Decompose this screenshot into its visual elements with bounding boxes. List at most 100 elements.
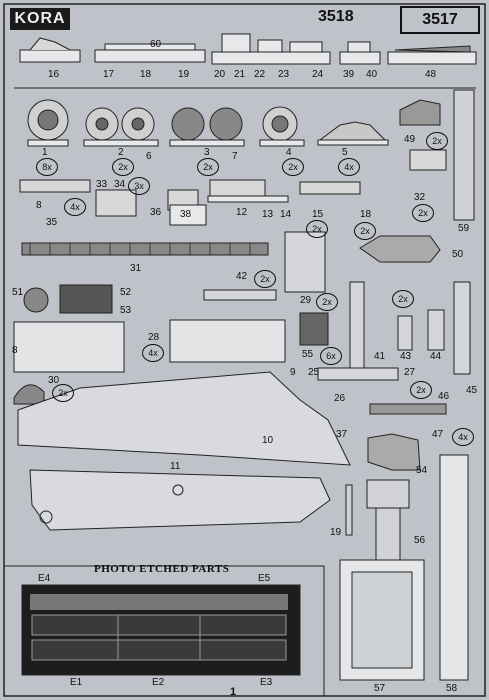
- part-label-19b: 19: [330, 527, 342, 538]
- part-label-44: 44: [430, 351, 442, 362]
- pe-label-e3: E3: [260, 677, 273, 688]
- part-label-12: 12: [236, 207, 248, 218]
- track-guard-59: [453, 89, 475, 221]
- part-label-55: 55: [302, 349, 314, 360]
- part-label-8: 8: [12, 345, 18, 356]
- part-label-32: 32: [414, 192, 426, 203]
- part-label-54: 54: [416, 465, 428, 476]
- part-label-18: 18: [140, 69, 152, 80]
- part-label-49: 49: [404, 134, 416, 145]
- part-label-41: 41: [374, 351, 386, 362]
- part-label-5: 5: [342, 147, 348, 158]
- part-label-9: 9: [290, 367, 296, 378]
- part-label-22: 22: [254, 69, 266, 80]
- part-label-58: 58: [446, 683, 458, 694]
- part-label-4: 4: [286, 147, 292, 158]
- qty-2x-k: 2x: [410, 381, 432, 399]
- resin-block-17-19: [94, 43, 206, 63]
- road-wheels: [27, 99, 447, 171]
- part-label-39: 39: [343, 69, 355, 80]
- part-label-33: 33: [96, 179, 108, 190]
- part-label-27: 27: [404, 367, 416, 378]
- qty-2x-l: 2x: [52, 384, 74, 402]
- part-label-19: 19: [178, 69, 190, 80]
- part-label-57: 57: [374, 683, 386, 694]
- part-label-2: 2: [118, 147, 124, 158]
- brand-logo: KORA: [10, 8, 70, 30]
- part-label-35: 35: [46, 217, 58, 228]
- qty-2x-e: 2x: [306, 220, 328, 238]
- part-label-18b: 18: [360, 209, 372, 220]
- part-label-8a: 8: [36, 200, 42, 211]
- pe-label-e1: E1: [70, 677, 83, 688]
- part-label-52: 52: [120, 287, 132, 298]
- part-label-46: 46: [438, 391, 450, 402]
- qty-2x-a: 2x: [112, 158, 134, 176]
- part-label-24: 24: [312, 69, 324, 80]
- part-label-23: 23: [278, 69, 290, 80]
- qty-8x: 8x: [36, 158, 58, 176]
- part-label-48: 48: [425, 69, 437, 80]
- kit-code-b: 3517: [400, 6, 480, 34]
- part-label-42: 42: [236, 271, 248, 282]
- part-label-38: 38: [180, 209, 192, 220]
- qty-2x-b: 2x: [197, 158, 219, 176]
- pe-label-e2: E2: [152, 677, 165, 688]
- qty-4x-d: 4x: [452, 428, 474, 446]
- qty-3x: 3x: [128, 177, 150, 195]
- part-label-43: 43: [400, 351, 412, 362]
- part-label-28: 28: [148, 332, 160, 343]
- part-label-47: 47: [432, 429, 444, 440]
- part-label-30: 30: [48, 375, 60, 386]
- part-label-59: 59: [458, 223, 470, 234]
- part-label-10: 10: [262, 435, 274, 446]
- resin-block-39-40: [339, 41, 381, 65]
- part-label-14: 14: [280, 209, 292, 220]
- resin-block-48: [387, 45, 477, 65]
- qty-6x: 6x: [320, 347, 342, 365]
- part-label-1: 1: [42, 147, 48, 158]
- track-strip: [21, 242, 269, 256]
- small-parts-row: [19, 179, 361, 226]
- part-label-11: 11: [170, 461, 181, 472]
- part-label-21: 21: [234, 69, 246, 80]
- part-label-25: 25: [308, 367, 320, 378]
- qty-2x-i: 2x: [316, 293, 338, 311]
- part-label-60: 60: [150, 39, 162, 50]
- page-number: 1: [230, 686, 237, 698]
- part-label-34: 34: [114, 179, 126, 190]
- part-label-20: 20: [214, 69, 226, 80]
- part-label-56: 56: [414, 535, 426, 546]
- qty-2x-h: 2x: [254, 270, 276, 288]
- mid-parts: [13, 231, 471, 415]
- qty-4x-a: 4x: [338, 158, 360, 176]
- part-label-3: 3: [204, 147, 210, 158]
- part-label-6: 6: [146, 151, 152, 162]
- pe-label-e4: E4: [38, 573, 51, 584]
- qty-2x-g: 2x: [412, 204, 434, 222]
- part-label-50: 50: [452, 249, 464, 260]
- qty-2x-f: 2x: [354, 222, 376, 240]
- photo-etched-title: PHOTO ETCHED PARTS: [94, 563, 230, 575]
- part-label-13: 13: [262, 209, 274, 220]
- part-label-15: 15: [312, 209, 324, 220]
- kit-code-a: 3518: [318, 8, 354, 25]
- part-label-17: 17: [103, 69, 115, 80]
- part-label-40: 40: [366, 69, 378, 80]
- hull-plate-11: [29, 469, 331, 531]
- resin-block-16: [19, 37, 81, 63]
- part-label-16: 16: [48, 69, 60, 80]
- part-label-29: 29: [300, 295, 312, 306]
- hull-plate-10: [17, 371, 351, 466]
- part-label-26: 26: [334, 393, 346, 404]
- part-label-36: 36: [150, 207, 162, 218]
- qty-2x-c: 2x: [282, 158, 304, 176]
- part-label-37: 37: [336, 429, 348, 440]
- part-label-31: 31: [130, 263, 142, 274]
- part-label-53: 53: [120, 305, 132, 316]
- part-label-45: 45: [466, 385, 478, 396]
- qty-4x-c: 4x: [142, 344, 164, 362]
- pe-label-e5: E5: [258, 573, 271, 584]
